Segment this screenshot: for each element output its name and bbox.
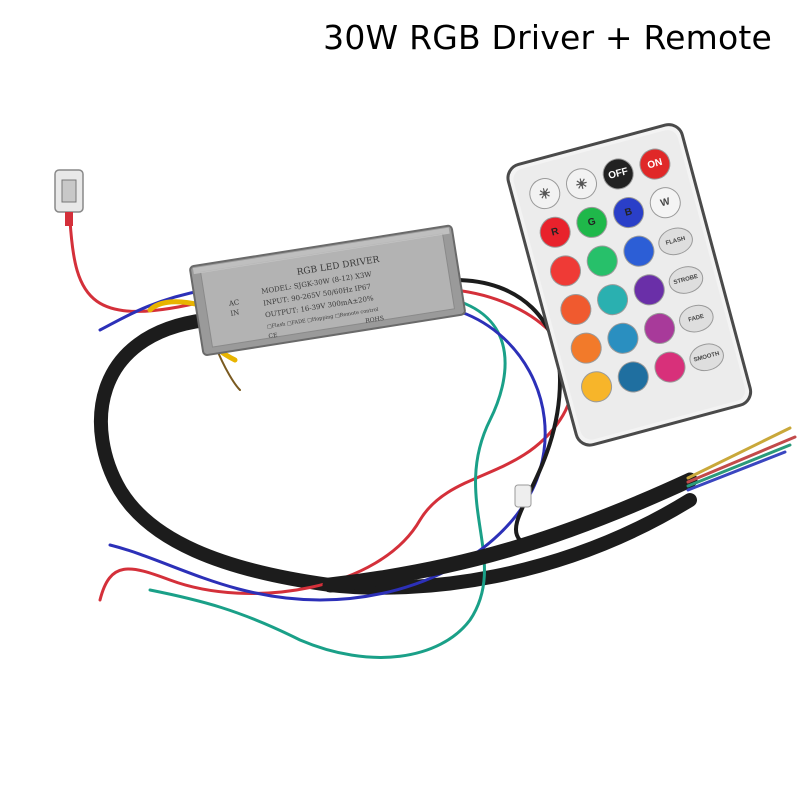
remote-button-label: OFF — [607, 166, 629, 182]
remote-off-button[interactable] — [600, 156, 637, 193]
led-driver-box: RGB LED DRIVER MODEL: SJGK-30W (8-12) X3… — [189, 224, 466, 356]
brightness-up-icon: ☀ — [537, 184, 553, 203]
driver-ac-tag: AC — [227, 298, 240, 308]
input-black-cable — [93, 313, 697, 595]
remote-color-button-4-2[interactable] — [641, 310, 678, 347]
output-thick-cable — [322, 472, 698, 593]
input-blue-wire — [98, 288, 207, 332]
remote-g-button[interactable] — [573, 204, 610, 241]
driver-ce-mark: CE — [268, 332, 278, 340]
remote-smooth-button[interactable] — [687, 340, 727, 374]
remote-button-label: B — [624, 206, 634, 218]
remote-color-button-5-0[interactable] — [578, 368, 615, 405]
page-title: 30W RGB Driver + Remote — [323, 18, 772, 57]
remote-strobe-button[interactable] — [666, 263, 706, 297]
driver-rohs-mark: ROHS — [365, 315, 385, 325]
remote-b-button[interactable] — [610, 194, 647, 231]
brightness-down-button[interactable] — [563, 165, 600, 202]
ac-red-wire — [68, 218, 212, 313]
tip-green-wire — [686, 443, 792, 488]
tip-red-wire — [686, 435, 797, 484]
remote-color-button-3-1[interactable] — [594, 281, 631, 318]
remote-color-button-5-1[interactable] — [615, 359, 652, 396]
remote-color-button-4-0[interactable] — [568, 330, 605, 367]
remote-color-button-5-2[interactable] — [652, 349, 689, 386]
remote-button-label: FLASH — [665, 236, 686, 247]
remote-color-button-3-0[interactable] — [557, 291, 594, 328]
remote-button-label: G — [587, 216, 598, 229]
remote-flash-button[interactable] — [656, 224, 696, 258]
remote-on-button[interactable] — [637, 146, 674, 183]
remote-r-button[interactable] — [537, 214, 574, 251]
tip-yellow-wire — [686, 426, 792, 480]
remote-color-button-4-1[interactable] — [605, 320, 642, 357]
remote-color-button-2-2[interactable] — [621, 233, 658, 270]
output-green-wire — [148, 298, 507, 659]
ac-plug-terminal — [54, 169, 84, 226]
remote-color-button-2-0[interactable] — [547, 252, 584, 289]
remote-button-label: ON — [646, 157, 663, 172]
remote-w-button[interactable] — [647, 184, 684, 221]
brightness-down-icon: ☀ — [573, 174, 589, 193]
remote-button-label: W — [659, 196, 672, 209]
remote-fade-button[interactable] — [677, 302, 717, 336]
remote-color-button-2-1[interactable] — [584, 243, 621, 280]
output-black-cable — [453, 278, 563, 542]
driver-in-tag: IN — [230, 309, 240, 318]
inline-connector — [514, 484, 532, 508]
remote-color-button-3-2[interactable] — [631, 271, 668, 308]
remote-button-label: FADE — [688, 314, 705, 324]
tip-blue-wire — [686, 450, 787, 492]
brightness-up-button[interactable] — [526, 175, 563, 212]
remote-button-label: R — [550, 226, 561, 239]
